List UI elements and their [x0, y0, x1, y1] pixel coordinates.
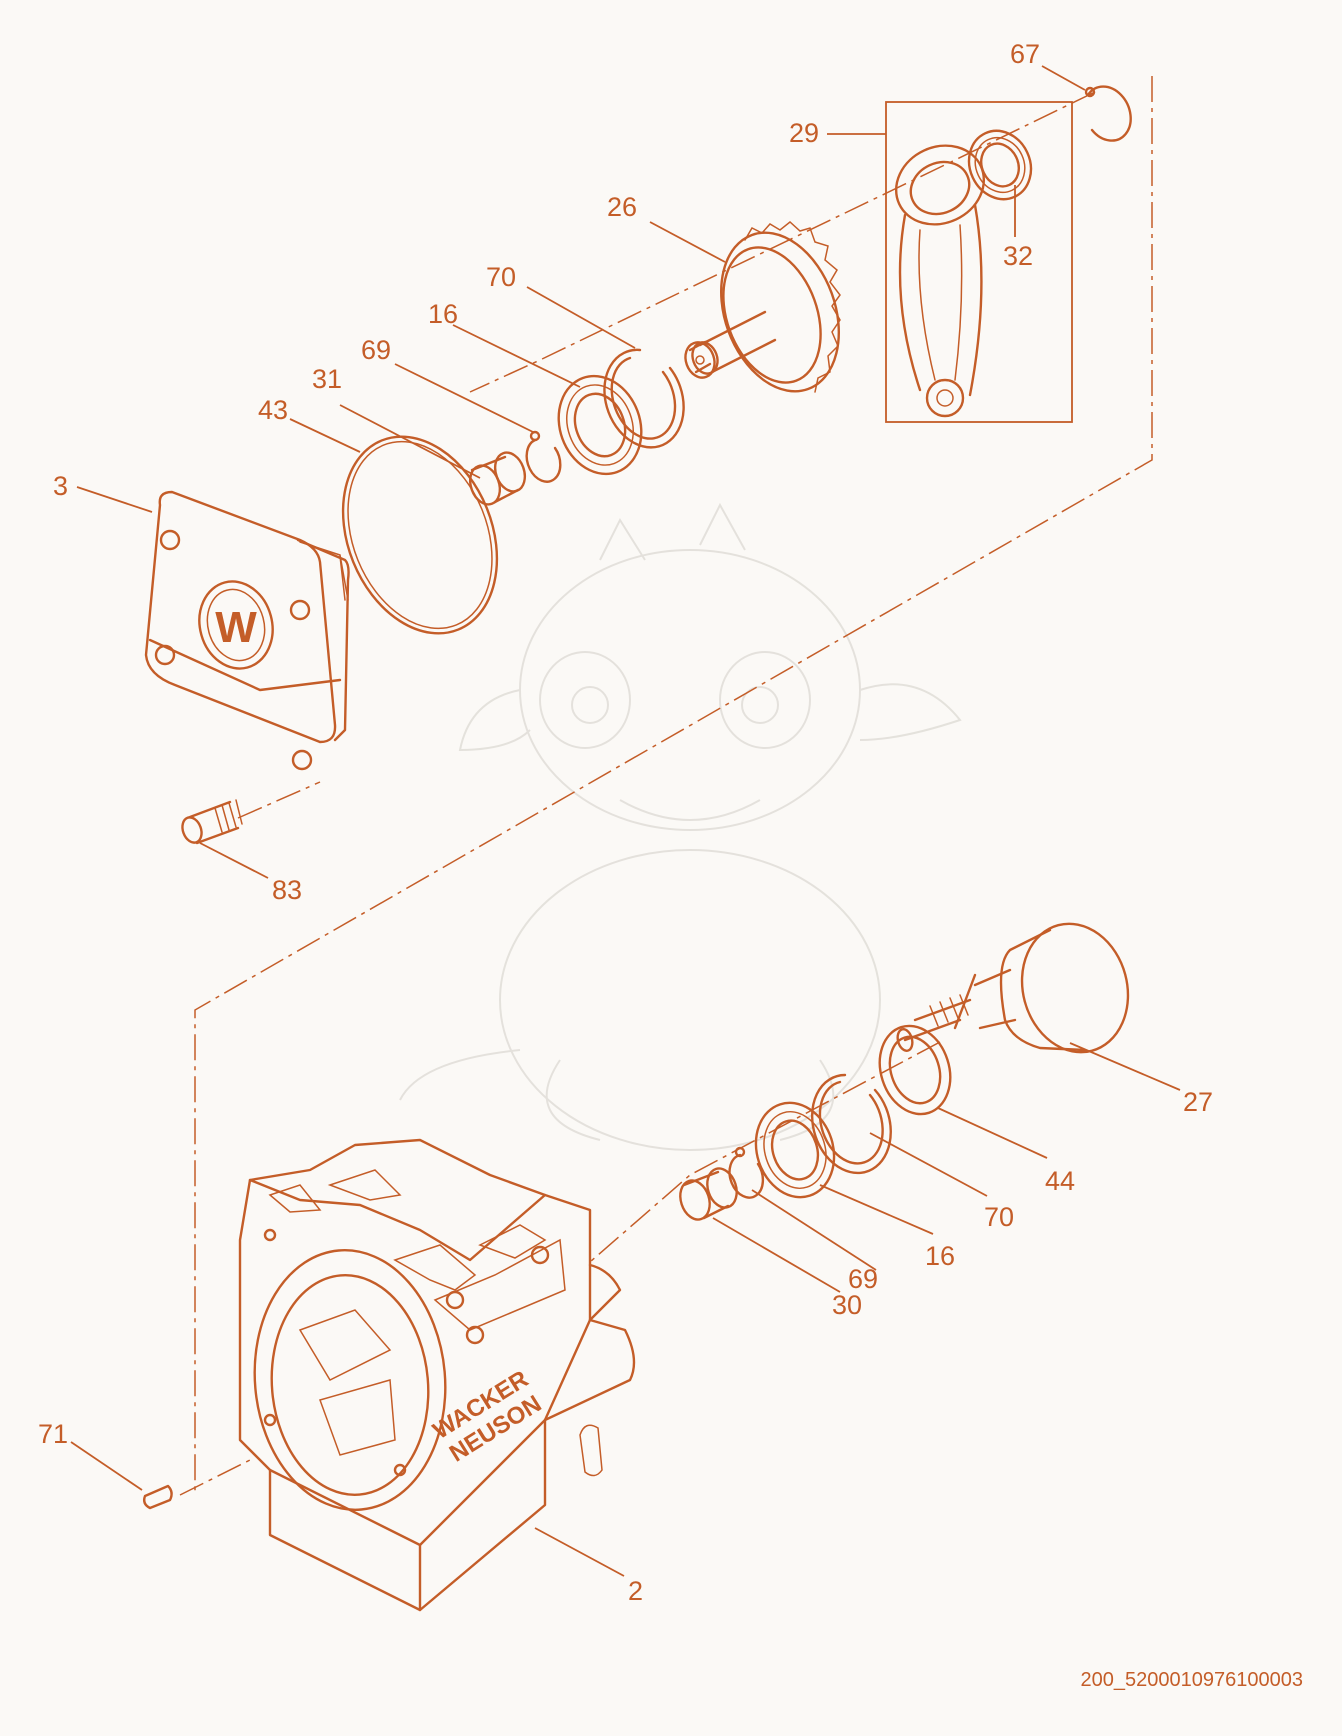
shaft-seal-44	[878, 1024, 952, 1116]
ball-bearing-16-lower	[754, 1101, 836, 1199]
needle-bushing-31	[468, 451, 527, 506]
main-axis-loop	[194, 76, 1153, 1495]
rod-bearing	[967, 129, 1033, 201]
callout-16-upper: 16	[428, 299, 458, 329]
pin-axis-line	[179, 1459, 251, 1496]
leader-lines	[70, 65, 1181, 1577]
cover-screw-axis	[237, 781, 321, 819]
snap-ring-70-upper	[603, 348, 685, 449]
gear-shaft	[684, 221, 841, 393]
circlip-69-upper	[525, 430, 562, 483]
callout-70-upper: 70	[486, 262, 516, 292]
drawing-id: 200_5200010976100003	[1081, 1669, 1303, 1691]
callout-27: 27	[1183, 1087, 1213, 1117]
cap-screw-83	[181, 799, 243, 845]
gear-housing: WACKER NEUSON	[238, 1138, 636, 1612]
callouts: 67 29 32 26 70 16 69 31 43 3 83 27 44 70…	[38, 39, 1213, 1606]
callout-29: 29	[789, 118, 819, 148]
callout-2: 2	[628, 1576, 643, 1606]
connecting-rod-assembly-box	[885, 101, 1073, 423]
connecting-rod	[894, 144, 986, 418]
upper-axis-line	[469, 91, 1096, 393]
bearing-cover: W	[144, 490, 350, 771]
callout-70-lower: 70	[984, 1202, 1014, 1232]
retaining-ring-67	[1084, 85, 1132, 142]
callout-69-lower: 69	[848, 1264, 878, 1294]
clutch-drum	[896, 922, 1130, 1054]
dowel-pin-71	[142, 1484, 173, 1510]
circlip-69-lower	[728, 1146, 765, 1199]
callout-67: 67	[1010, 39, 1040, 69]
assembly-axes	[179, 76, 1153, 1496]
callout-26: 26	[607, 192, 637, 222]
lower-axis-line	[589, 1041, 941, 1263]
callout-71: 71	[38, 1419, 68, 1449]
callout-31: 31	[312, 364, 342, 394]
callout-44: 44	[1045, 1166, 1075, 1196]
callout-16-lower: 16	[925, 1241, 955, 1271]
callout-83: 83	[272, 875, 302, 905]
callout-69-upper: 69	[361, 335, 391, 365]
snap-ring-70-lower	[810, 1073, 892, 1175]
cover-logo: W	[215, 603, 257, 652]
mascot-watermark	[399, 502, 962, 1151]
callout-30: 30	[832, 1290, 862, 1320]
o-ring-43	[341, 435, 499, 635]
callout-43: 43	[258, 395, 288, 425]
callout-3: 3	[53, 471, 68, 501]
ball-bearing-16-upper	[557, 374, 643, 476]
callout-32: 32	[1003, 241, 1033, 271]
needle-bushing-30	[679, 1167, 738, 1221]
